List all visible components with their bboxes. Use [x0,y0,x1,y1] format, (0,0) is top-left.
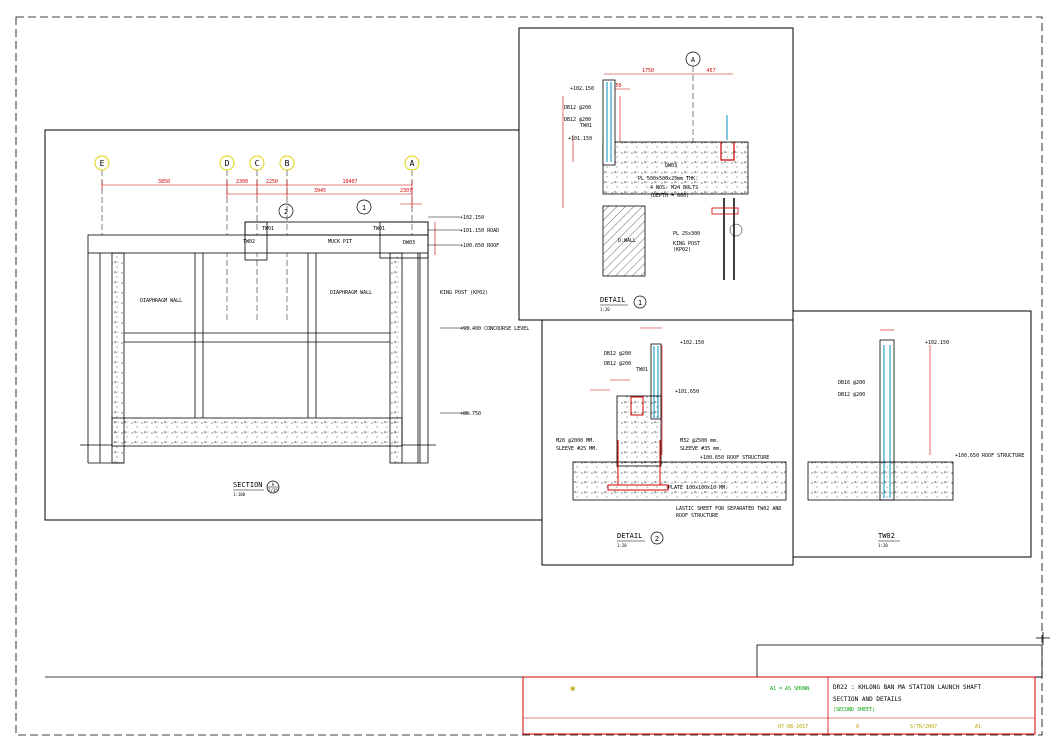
detail-1-label-10: PL 25x300 [673,231,700,237]
detail-2-label-8: LASTIC SHEET FOR SEPARATED TW02 AND [676,506,781,512]
tb-title-3: (SECOND SHEET) [833,707,875,713]
section-scale: 1:100 [233,492,246,497]
detail-2-label-5: M32 @2500 mm. [680,438,719,444]
detail-2-mark: 2 [655,535,659,543]
detail-2-label-2: TW01 [636,367,648,373]
detail-1-label-4: PL 500x500x25mm THK. [638,176,698,182]
tb-date: 07-08-2017 [778,724,808,730]
label-king-post: KING POST (KP02) [440,290,488,296]
label-muck-pit: MUCK PIT [328,239,352,245]
detail-1-label-7: D.WALL [618,238,636,244]
tw02-label-1: DB12 @200 [838,392,865,398]
tw02-scale: 1:20 [878,543,888,548]
detail-2-label-3: M20 @2000 MM. [556,438,595,444]
detail-1-label-2: TW01 [580,123,592,129]
detail-1-dim-a: 1750 [642,68,654,74]
detail-2: +102.150 +101.650 +100.650 ROOF STRUCTUR… [541,319,794,566]
detail-1-dim-c: 350 [612,83,621,89]
label-tw01-b: TW01 [373,226,385,232]
callout-1: 1 [362,204,366,212]
tb-scale: A1 = AS SHOWN [770,686,809,692]
tb-title-1: DR22 : KHLONG BAN MA STATION LAUNCH SHAF… [833,684,981,691]
span-d-c: 2300 [236,179,248,185]
tw02-level-roof: +100.650 ROOF STRUCTURE [955,453,1024,459]
section-main: E D C B A [44,129,543,521]
detail-2-frame [541,319,794,566]
section-mark: A [272,482,275,487]
label-diaphragm-left: DIAPHRAGM WALL [140,298,182,304]
detail-2-label-0: DB12 @200 [604,351,631,357]
detail-2-level-top: +102.150 [680,340,704,346]
title-block: ❀ A1 = AS SHOWN DR22 : KHLONG BAN MA STA… [45,632,1050,735]
tw02-level-top: +102.150 [925,340,949,346]
base-slab [111,417,403,447]
detail-1-label-0: DB12 @200 [564,105,591,111]
detail-1-label-8: KING POST [673,241,700,247]
detail-1-label-9: (KP02) [673,247,691,253]
label-tw01-a: TW01 [262,226,274,232]
level-road: +101.150 ROAD [460,228,499,234]
span-total: 10407 [342,179,357,185]
detail-2-tw02 [616,395,662,467]
detail-1-dwall [602,205,646,277]
detail-2-label-1: DB12 @200 [604,361,631,367]
tw02-title: TW02 [878,532,895,540]
detail-1-title: DETAIL [600,296,625,304]
section-sheet-ref: 2/35 [268,488,278,493]
label-tw02: TW02 [243,239,255,245]
grid-label-c: C [255,159,260,168]
detail-1-level-mid: +101.150 [568,136,592,142]
tb-drawing-no: S/TR/2007 [910,724,937,730]
detail-2-label-4: SLEEVE #25 MM. [556,446,598,452]
tb-sheet-size: A1 [975,724,981,730]
detail-1-grid: A [691,56,696,64]
detail-2-title: DETAIL [617,532,642,540]
detail-tw02-frame [792,310,1032,558]
tb-title-2: SECTION AND DETAILS [833,696,902,703]
detail-1-tw01 [602,79,616,166]
tw02-roof-slab [807,461,954,501]
section-title: SECTION [233,481,263,489]
sheet-border [15,16,1043,736]
grid-label-e: E [100,159,105,168]
detail-1-label-1: DB12 @200 [564,117,591,123]
detail-1-scale: 1:20 [600,307,610,312]
detail-1-mark: 1 [638,299,642,307]
span-b-a: 3945 [314,188,326,194]
level-concourse: +93.400 CONCOURSE LEVEL [460,326,529,332]
tb-revision: 0 [856,724,859,730]
detail-2-level-roof: +100.650 ROOF STRUCTURE [700,455,769,461]
detail-1-label-3: DW03 [665,163,677,169]
diaphragm-wall-right [389,252,403,464]
detail-1: A 1750 457 350 +102.150 +101.150 DB12 @2… [518,27,794,321]
level-86750: +86.750 [460,411,481,417]
callout-2: 2 [284,208,288,216]
detail-1-label-6: (DEPTH = 600) [650,193,689,199]
detail-2-roof-slab [572,461,787,501]
label-diaphragm-right: DIAPHRAGM WALL [330,290,372,296]
detail-1-level-top: +102.150 [570,86,594,92]
detail-1-label-5: 4 NOS. M24 BOLTS [650,185,698,191]
level-102150: +102.150 [460,215,484,221]
level-roof: +100.650 ROOF [460,243,499,249]
label-dw03: DW03 [403,240,415,246]
grid-label-a: A [410,159,415,168]
grid-line-e: E [94,155,110,240]
detail-2-level-mid: +101.650 [675,389,699,395]
detail-2-label-9: ROOF STRUCTURE [676,513,718,519]
detail-1-dim-b: 457 [706,68,715,74]
grid-label-d: D [225,159,230,168]
span-e-d: 3850 [158,179,170,185]
detail-2-label-6: SLEEVE #35 mm. [680,446,722,452]
tb-logo: ❀ [570,684,576,694]
tw02-label-0: DB16 @200 [838,380,865,386]
detail-1-slab [602,141,749,195]
detail-2-label-7: PLATE 100x100x10 MM. [668,485,728,491]
span-a-right: 2307 [400,188,412,194]
span-c-b: 2250 [266,179,278,185]
detail-tw02: +102.150 +100.650 ROOF STRUCTURE DB16 @2… [792,310,1032,558]
detail-2-scale: 1:20 [617,543,627,548]
grid-label-b: B [285,159,290,168]
